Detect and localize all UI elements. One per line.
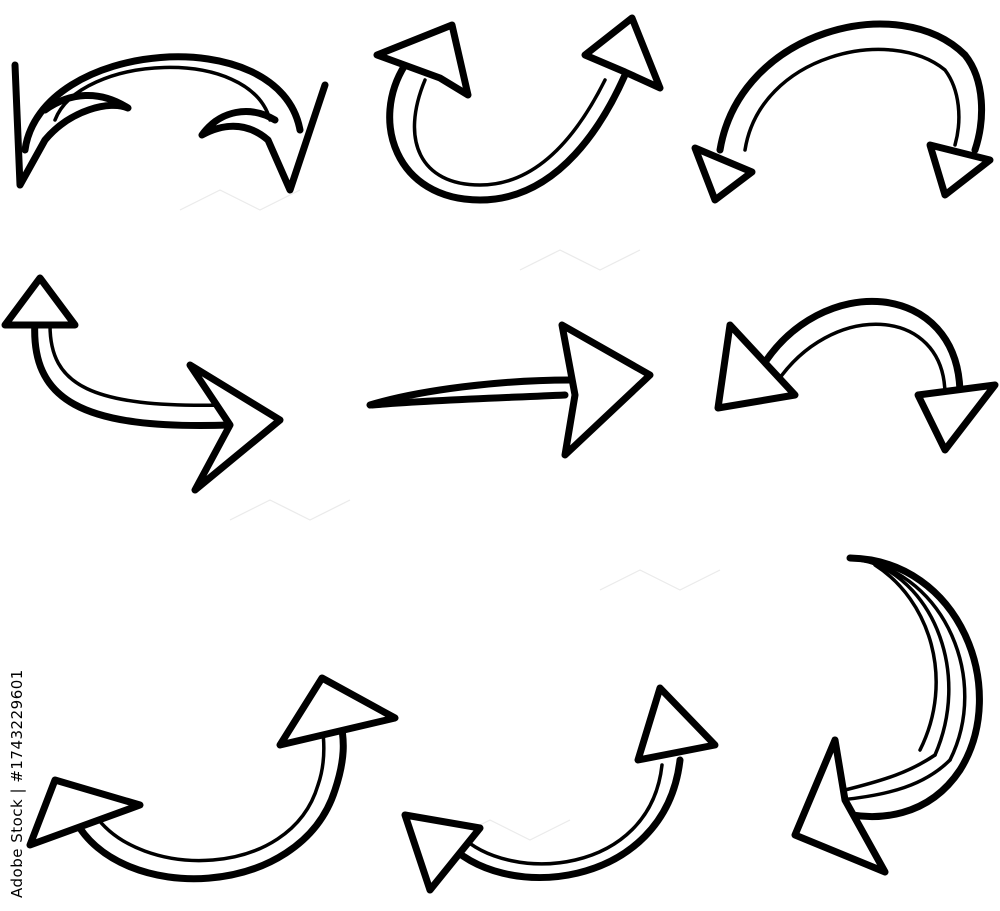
arc-double-arrow-down bbox=[691, 20, 994, 204]
straight-right-arrow bbox=[366, 321, 654, 459]
u-turn-up-arrow bbox=[373, 14, 664, 204]
arc-double-arrow-left-down bbox=[714, 297, 999, 454]
watermark-pattern bbox=[179, 189, 721, 841]
curved-up-right-arrow bbox=[26, 674, 399, 883]
stock-id-label: Adobe Stock | #1743229601 bbox=[8, 669, 26, 898]
bent-double-arrow bbox=[1, 274, 284, 494]
double-headed-curved-arrow bbox=[11, 53, 329, 194]
crescent-down-left-arrow bbox=[791, 554, 983, 876]
curved-up-left-arrow bbox=[401, 684, 719, 894]
